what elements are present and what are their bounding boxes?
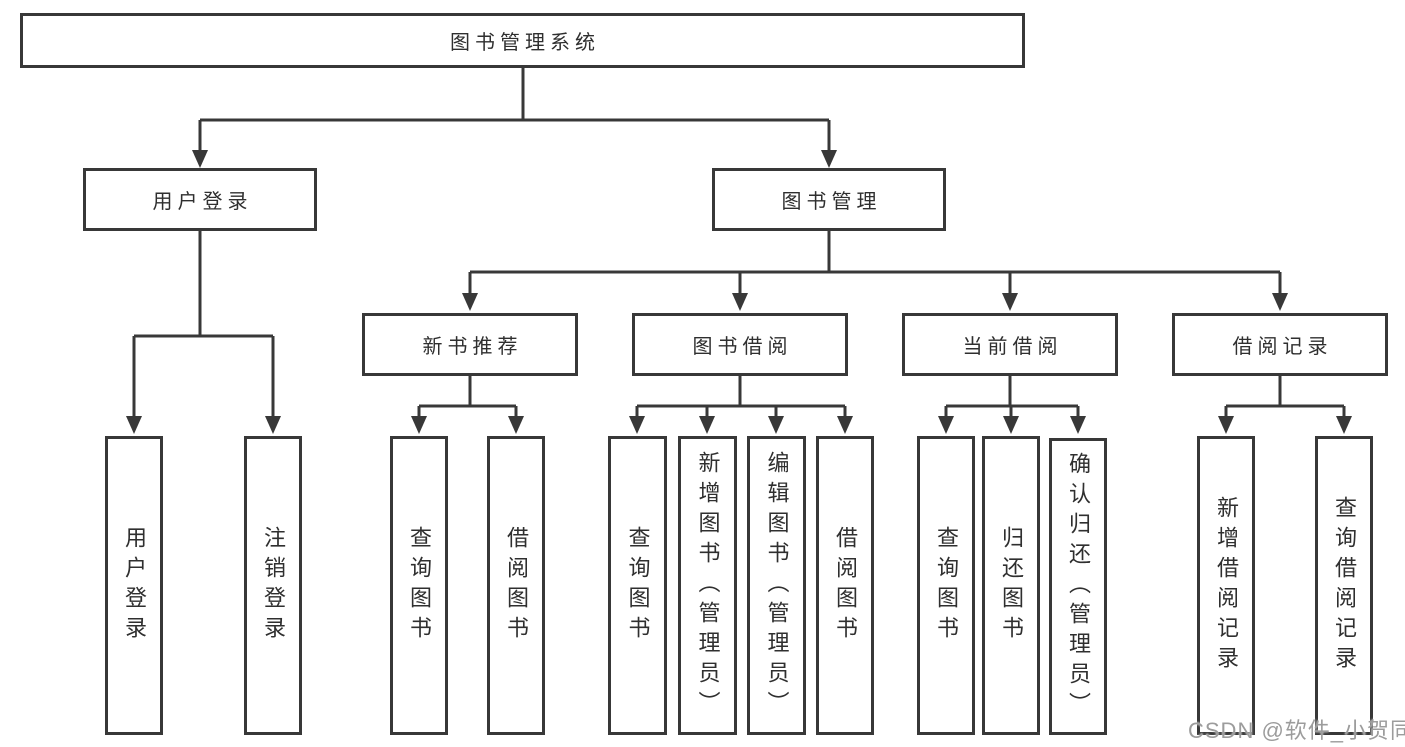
leaf-add-books-admin: 新增图书（管理员） (678, 436, 737, 735)
csdn-watermark: CSDN @软件_小贺同学 (1188, 718, 1405, 743)
node-label: 新增图书（管理员） (695, 450, 721, 721)
connector-current-borrow (944, 376, 1080, 418)
arrow-down-icon (699, 416, 715, 434)
leaf-query-books-2: 查询图书 (608, 436, 667, 735)
leaf-add-borrow-record: 新增借阅记录 (1197, 436, 1255, 735)
leaf-query-books-3: 查询图书 (917, 436, 975, 735)
arrow-down-icon (462, 293, 478, 311)
connector-new-books (417, 376, 518, 418)
node-label: 用户登录 (122, 525, 147, 646)
connector-book-mgmt (468, 231, 1282, 295)
arrow-down-icon (265, 416, 281, 434)
arrow-down-icon (508, 416, 524, 434)
leaf-confirm-return-admin: 确认归还（管理员） (1049, 438, 1107, 735)
node-label: 查询图书 (407, 525, 432, 646)
connector-user-login (132, 231, 275, 418)
node-label: 归还图书 (999, 525, 1024, 646)
node-label: 查询借阅记录 (1332, 495, 1357, 676)
leaf-borrow-books-1: 借阅图书 (487, 436, 545, 735)
arrow-down-icon (732, 293, 748, 311)
node-label: 编辑图书（管理员） (764, 450, 790, 721)
node-label: 用户登录 (152, 191, 253, 213)
connector-borrow-records (1224, 376, 1346, 418)
node-label: 查询图书 (934, 525, 959, 646)
node-user-login: 用户登录 (83, 168, 317, 231)
leaf-query-books-1: 查询图书 (390, 436, 448, 735)
arrow-down-icon (411, 416, 427, 434)
arrow-down-icon (821, 150, 837, 168)
arrowheads (126, 150, 1352, 434)
connector-book-borrow (635, 376, 847, 418)
arrow-down-icon (938, 416, 954, 434)
node-new-book-recommend: 新书推荐 (362, 313, 578, 376)
leaf-user-login: 用户登录 (105, 436, 163, 735)
node-label: 借阅图书 (504, 525, 529, 646)
node-borrow-records: 借阅记录 (1172, 313, 1388, 376)
arrow-down-icon (1003, 416, 1019, 434)
node-label: 确认归还（管理员） (1066, 451, 1091, 722)
arrow-down-icon (1336, 416, 1352, 434)
node-label: 图书借阅 (692, 336, 793, 358)
node-label: 注销登录 (261, 525, 286, 646)
node-system-root: 图书管理系统 (20, 13, 1025, 68)
arrow-down-icon (1218, 416, 1234, 434)
node-label: 图书管理 (781, 191, 882, 213)
arrow-down-icon (629, 416, 645, 434)
node-current-borrow: 当前借阅 (902, 313, 1118, 376)
node-label: 新增借阅记录 (1214, 495, 1239, 676)
node-label: 借阅图书 (833, 525, 858, 646)
node-label: 借阅记录 (1232, 336, 1333, 358)
leaf-logout: 注销登录 (244, 436, 302, 735)
leaf-return-books: 归还图书 (982, 436, 1040, 735)
arrow-down-icon (1272, 293, 1288, 311)
node-label: 查询图书 (625, 525, 651, 646)
arrow-down-icon (837, 416, 853, 434)
leaf-borrow-books-2: 借阅图书 (816, 436, 874, 735)
node-book-borrow: 图书借阅 (632, 313, 848, 376)
arrow-down-icon (1002, 293, 1018, 311)
arrow-down-icon (192, 150, 208, 168)
connector-root (198, 68, 831, 152)
arrow-down-icon (1070, 416, 1086, 434)
node-label: 当前借阅 (962, 336, 1063, 358)
node-label: 图书管理系统 (450, 32, 600, 54)
arrow-down-icon (768, 416, 784, 434)
node-label: 新书推荐 (422, 336, 523, 358)
node-book-management: 图书管理 (712, 168, 946, 231)
leaf-query-borrow-record: 查询借阅记录 (1315, 436, 1373, 735)
leaf-edit-books-admin: 编辑图书（管理员） (747, 436, 806, 735)
arrow-down-icon (126, 416, 142, 434)
